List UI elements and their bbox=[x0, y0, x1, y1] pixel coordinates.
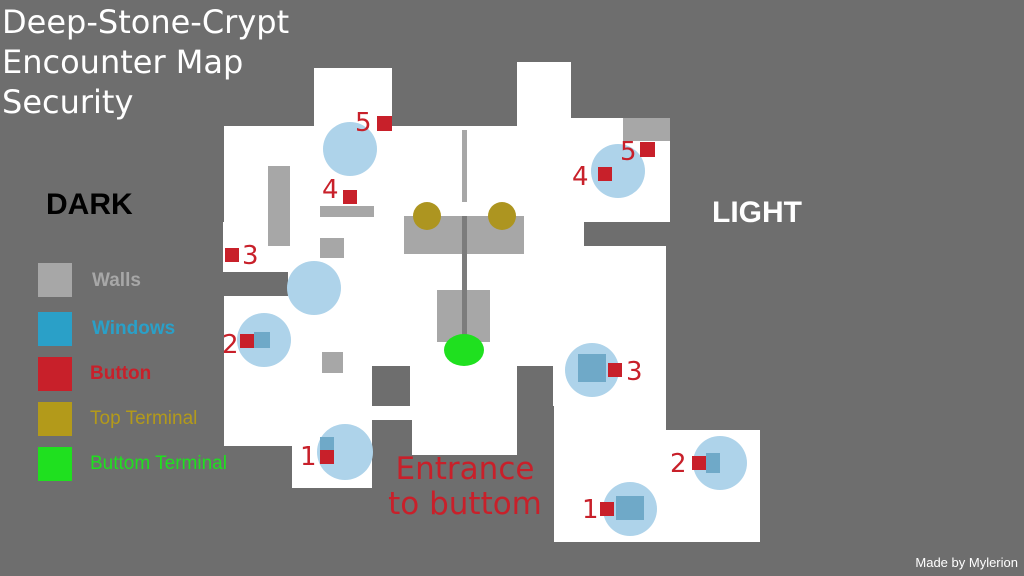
legend-windows-label: Windows bbox=[92, 318, 176, 339]
map-title: Deep-Stone-Crypt Encounter Map Security bbox=[2, 3, 290, 121]
light-buttons bbox=[598, 142, 706, 516]
legend-walls-label: Walls bbox=[92, 270, 141, 291]
light-button-5-number: 5 bbox=[620, 137, 637, 167]
dark-button-1-number: 1 bbox=[300, 442, 317, 472]
dark-button-4-number: 4 bbox=[322, 175, 339, 205]
top-terminals bbox=[413, 202, 516, 230]
legend-bottom-terminal-label: Buttom Terminal bbox=[90, 453, 227, 474]
window-panes bbox=[254, 332, 720, 520]
legend-top-terminal-swatch bbox=[38, 402, 72, 436]
legend-walls-swatch bbox=[38, 263, 72, 297]
light-button-3-number: 3 bbox=[626, 357, 643, 387]
credit-text: Made by Mylerion bbox=[915, 555, 1018, 570]
legend-bottom-terminal-swatch bbox=[38, 447, 72, 481]
dark-button-3-number: 3 bbox=[242, 241, 259, 271]
legend-button-label: Button bbox=[90, 363, 152, 384]
light-side-label: LIGHT bbox=[712, 196, 802, 229]
void-areas bbox=[224, 222, 670, 455]
light-button-4-number: 4 bbox=[572, 162, 589, 192]
legend-top-terminal-label: Top Terminal bbox=[90, 408, 198, 429]
dark-button-2-number: 2 bbox=[222, 330, 239, 360]
bottom-terminal bbox=[444, 334, 484, 366]
legend-windows-swatch bbox=[38, 312, 72, 346]
light-button-2-number: 2 bbox=[670, 449, 687, 479]
floor bbox=[223, 62, 760, 542]
legend-button-swatch bbox=[38, 357, 72, 391]
entrance-label: Entrance to buttom bbox=[388, 451, 542, 522]
light-button-1-number: 1 bbox=[582, 495, 599, 525]
dark-side-label: DARK bbox=[46, 188, 133, 221]
dark-button-5-number: 5 bbox=[355, 108, 372, 138]
dark-buttons bbox=[225, 116, 392, 464]
